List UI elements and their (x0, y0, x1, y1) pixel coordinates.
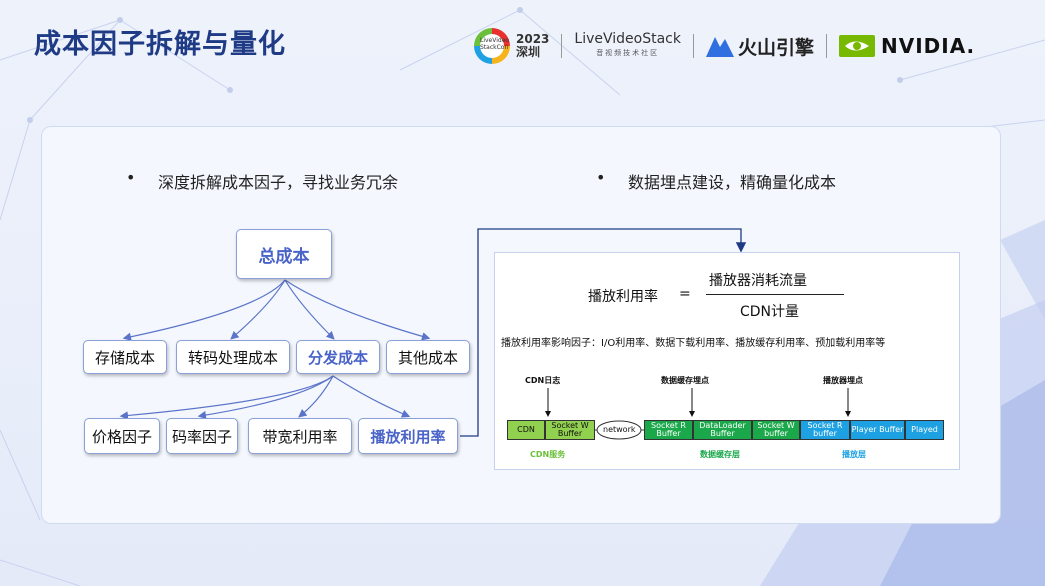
play-layer-label: 播放层 (842, 449, 866, 460)
cdn-layer-label: CDN服务 (530, 449, 565, 460)
seg-socket-r-buffer-2: Socket R buffer (800, 420, 850, 440)
seg-dataloader-buffer: DataLoader Buffer (693, 420, 752, 440)
seg-socket-r-buffer: Socket R Buffer (644, 420, 693, 440)
seg-player-buffer: Player Buffer (850, 420, 905, 440)
seg-socket-w-buffer-2: Socket W buffer (752, 420, 800, 440)
cache-layer-label: 数据缓存层 (700, 449, 740, 460)
network-label: network (603, 425, 636, 434)
seg-played: Played (905, 420, 944, 440)
seg-cdn: CDN (507, 420, 545, 440)
seg-socket-w-buffer: Socket W Buffer (545, 420, 595, 440)
